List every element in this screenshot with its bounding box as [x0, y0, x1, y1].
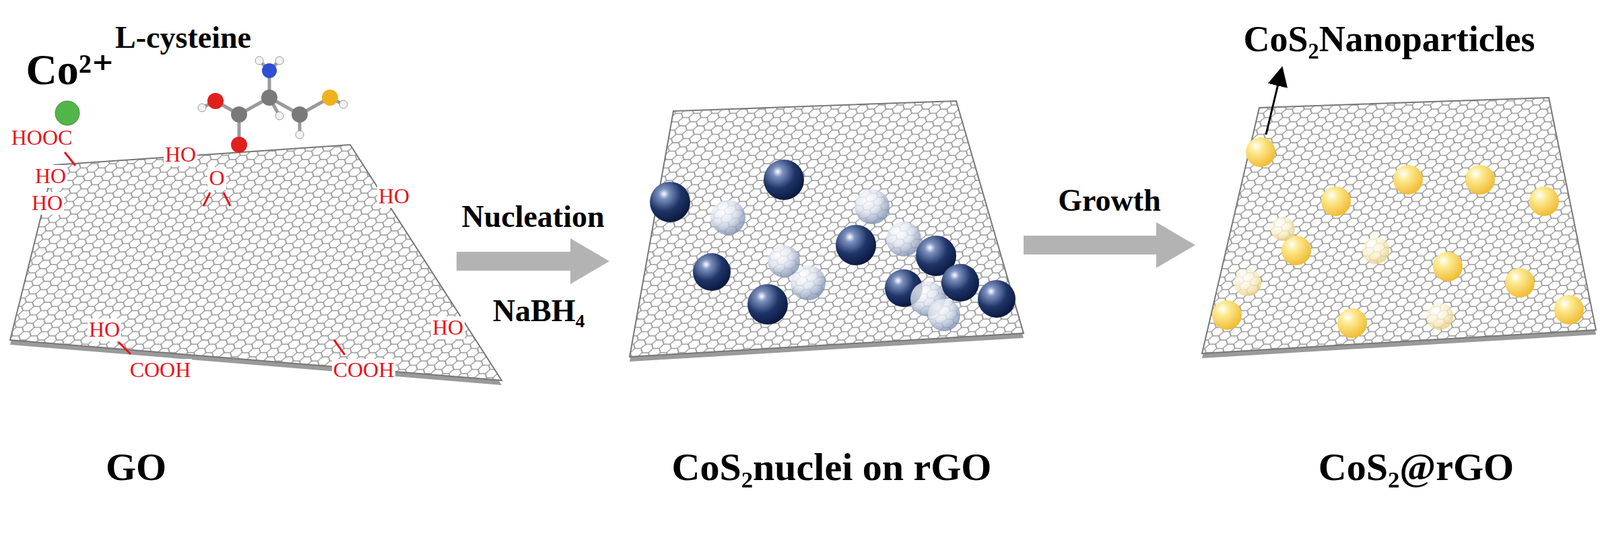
bond-line [64, 152, 76, 166]
group-label: COOH [331, 358, 396, 382]
stage-caption: CoS₂nuclei on rGO [672, 445, 992, 489]
cos2-nucleus [767, 245, 800, 278]
stage-caption: GO [105, 445, 167, 489]
nanoparticle-group [1212, 137, 1584, 339]
cos2-nucleus [692, 253, 731, 291]
group-label: HO [87, 318, 122, 342]
group-label: HOOC [10, 126, 75, 150]
cos2-nanoparticle [1270, 216, 1295, 242]
carbon-atom [291, 106, 308, 123]
molecule-model [197, 56, 348, 153]
sheet-mesh [10, 144, 502, 381]
sheet-base [629, 101, 1024, 357]
sheet-base [10, 144, 502, 381]
reagent-label: NaBH₄ [492, 294, 585, 328]
cos2-nucleus [854, 189, 890, 225]
group-label: HO [33, 164, 68, 188]
oxygen-atom [230, 136, 248, 153]
cos2-nanoparticle [1426, 303, 1454, 330]
hydrogen-atom [339, 100, 348, 109]
nuclei-group [649, 159, 1016, 332]
cos2-nucleus [886, 221, 922, 257]
cos2-nucleus [747, 284, 788, 325]
sheet-mesh [629, 101, 1024, 357]
group-label: COOH [128, 358, 193, 382]
group-label: O [207, 167, 226, 190]
hydrogen-atom [197, 103, 207, 112]
cos2-nanoparticle [1212, 300, 1242, 330]
sulfur-atom [321, 89, 339, 106]
cos2-nanoparticle [1245, 137, 1276, 168]
cos2-nanoparticle [1337, 308, 1368, 339]
cos2-nanoparticle [1234, 269, 1262, 297]
sheet-base [1202, 97, 1596, 354]
cos2-nanoparticle [1362, 237, 1390, 264]
cos2-nanoparticle [1554, 294, 1584, 325]
cos2-nanoparticle [1393, 164, 1423, 195]
bond-line [334, 340, 345, 355]
hydrogen-atom [275, 56, 284, 65]
ion-label: Co²⁺ [25, 47, 114, 93]
process-arrow [456, 238, 610, 285]
cos2-nanoparticle [1465, 164, 1495, 195]
molecule-label: L-cysteine [115, 21, 252, 54]
stage-caption: CoS₂@rGO [1318, 445, 1514, 489]
cos2-nanoparticle [1529, 186, 1559, 217]
bond-line [118, 342, 131, 355]
arrow-label: Nucleation [461, 200, 605, 235]
carbon-atom [230, 106, 248, 123]
molecule-bonds [202, 60, 344, 145]
cos2-nanoparticle [1432, 251, 1463, 282]
cos2-nucleus [649, 181, 691, 223]
cos2-nanoparticle [1321, 186, 1351, 217]
sheet-mesh [1202, 97, 1596, 354]
stage-node: CoS₂nuclei on rGO [609, 134, 1024, 512]
bond-lines [64, 152, 345, 355]
cos2-nucleus [710, 200, 746, 236]
callout-label: CoS₂Nanoparticles [1243, 20, 1535, 59]
graphene-sheet [1202, 97, 1596, 359]
cos2-nucleus [763, 159, 805, 200]
cos2-nanoparticle [1505, 268, 1535, 298]
cobalt-ion [55, 101, 80, 126]
group-label: HO [430, 316, 465, 340]
leader-arrow [1265, 70, 1282, 135]
cos2-nucleus [835, 224, 877, 266]
oxygen-atom [207, 92, 224, 110]
cos2-nucleus [927, 298, 961, 332]
group-label: HO [163, 143, 198, 167]
hydrogen-atom [295, 130, 304, 139]
nitrogen-atom [261, 63, 277, 79]
arrow-label: Growth [1057, 183, 1161, 219]
graphene-sheet [10, 144, 502, 386]
hydrogen-atom [275, 111, 284, 120]
cos2-nucleus [941, 263, 980, 302]
group-label: HO [377, 185, 411, 209]
stage-node: CoS₂@rGO [1195, 134, 1596, 512]
epoxide-bond [203, 192, 231, 207]
process-arrow [1023, 222, 1196, 269]
graphene-sheet [629, 101, 1024, 362]
cos2-nucleus [977, 280, 1016, 318]
carbon-atom [261, 89, 278, 106]
hydrogen-atom [255, 56, 264, 65]
group-label: HO [30, 191, 64, 215]
